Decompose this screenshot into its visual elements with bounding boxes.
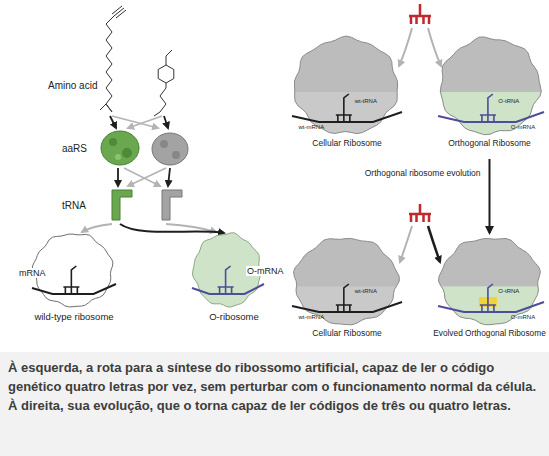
node-label: Cellular Ribosome <box>312 329 381 339</box>
trna-anticodon <box>480 94 496 121</box>
pathway-arrow <box>164 116 168 128</box>
ribosome-small-subunit <box>438 92 542 136</box>
row-label: aaRS <box>62 143 87 155</box>
evolution-arrow <box>489 159 491 233</box>
node-label: wt-tRNA <box>355 288 377 295</box>
azide-group <box>166 50 172 65</box>
ribosome-node: mRNA wild-type ribosome <box>18 232 130 330</box>
amino-acid-structure <box>154 83 166 116</box>
ribosome-node: O-tRNA O-mRNA Orthogonal Ribosome <box>432 36 547 156</box>
node-label: wt-mRNA <box>298 314 324 321</box>
ribosome-small-subunit <box>292 286 400 326</box>
antibiotic-symbol <box>409 204 431 222</box>
crossing-arrow <box>82 224 112 232</box>
node-label: Evolved Orthogonal Ribosome <box>433 329 546 339</box>
node-label: O-tRNA <box>498 288 519 295</box>
aars-enzyme <box>152 133 188 165</box>
ribosome-small-subunit <box>292 92 400 136</box>
node-label: Orthogonal Ribosome <box>448 139 531 149</box>
node-label: O-ribosome <box>209 312 259 323</box>
node-label: Cellular Ribosome <box>312 139 381 149</box>
crossing-arrow <box>128 168 166 186</box>
inhibition-arrow <box>399 28 412 66</box>
inhibition-arrow <box>428 226 440 262</box>
node-label: wild-type ribosome <box>34 312 113 323</box>
enzyme-texture <box>172 151 180 159</box>
ribosome-small-subunit <box>438 286 542 326</box>
trna-anticodon <box>336 284 352 311</box>
mrna-strand <box>438 302 544 312</box>
enzyme-texture <box>109 138 117 146</box>
node-label: O-tRNA <box>498 98 519 105</box>
ribosome-node: O-tRNA O-mRNA Evolved Orthogonal Ribosome <box>432 236 547 346</box>
enzyme-texture <box>122 148 132 158</box>
ribosome-drawing <box>432 36 547 156</box>
trna-anticodon <box>336 94 352 121</box>
node-label: O-mRNA <box>246 266 285 276</box>
benzene-ring <box>158 65 174 83</box>
crossing-arrow <box>124 168 160 186</box>
pathway-arrow <box>168 168 170 186</box>
trna-anticodon <box>480 284 496 311</box>
alkyne-bond <box>112 6 126 18</box>
inhibition-arrow <box>428 28 441 66</box>
mrna-strand <box>192 284 264 294</box>
row-label: tRNA <box>62 200 86 212</box>
enzyme-texture <box>115 154 121 160</box>
trna-molecule <box>112 190 132 220</box>
pathway-arrow <box>120 224 224 233</box>
mrna-strand <box>292 302 402 312</box>
node-label: wt-mRNA <box>298 124 324 131</box>
mrna-strand <box>438 112 544 122</box>
ribosome-node: wt-tRNA wt-mRNA Cellular Ribosome <box>290 36 404 156</box>
trna-molecule <box>162 190 182 220</box>
enzyme-texture <box>160 140 168 148</box>
figure-caption: À esquerda, a rota para a síntese do rib… <box>0 352 549 456</box>
node-label: mRNA <box>18 268 47 278</box>
antibiotic-symbol <box>409 4 431 24</box>
node-label: O-mRNA <box>511 314 535 321</box>
mrna-strand <box>292 112 402 122</box>
pathway-arrow <box>117 168 119 186</box>
trna-anticodon <box>218 266 234 293</box>
edge-label: Orthogonal ribosome evolution <box>364 169 482 179</box>
ribosome-node: O-mRNA O-ribosome <box>184 232 284 330</box>
row-label: Amino acid <box>48 80 97 92</box>
node-label: O-mRNA <box>511 124 535 131</box>
aars-enzyme <box>101 131 139 165</box>
inhibition-arrow <box>400 226 412 262</box>
crossing-arrow <box>128 116 162 128</box>
ribosome-drawing <box>290 36 404 156</box>
trna-anticodon <box>63 266 79 293</box>
amino-acid-structure <box>100 16 114 112</box>
mrna-strand <box>32 284 116 294</box>
ribosome-node: wt-tRNA wt-mRNA Cellular Ribosome <box>290 236 404 346</box>
node-label: wt-tRNA <box>355 98 377 105</box>
pathway-arrow <box>110 116 116 128</box>
